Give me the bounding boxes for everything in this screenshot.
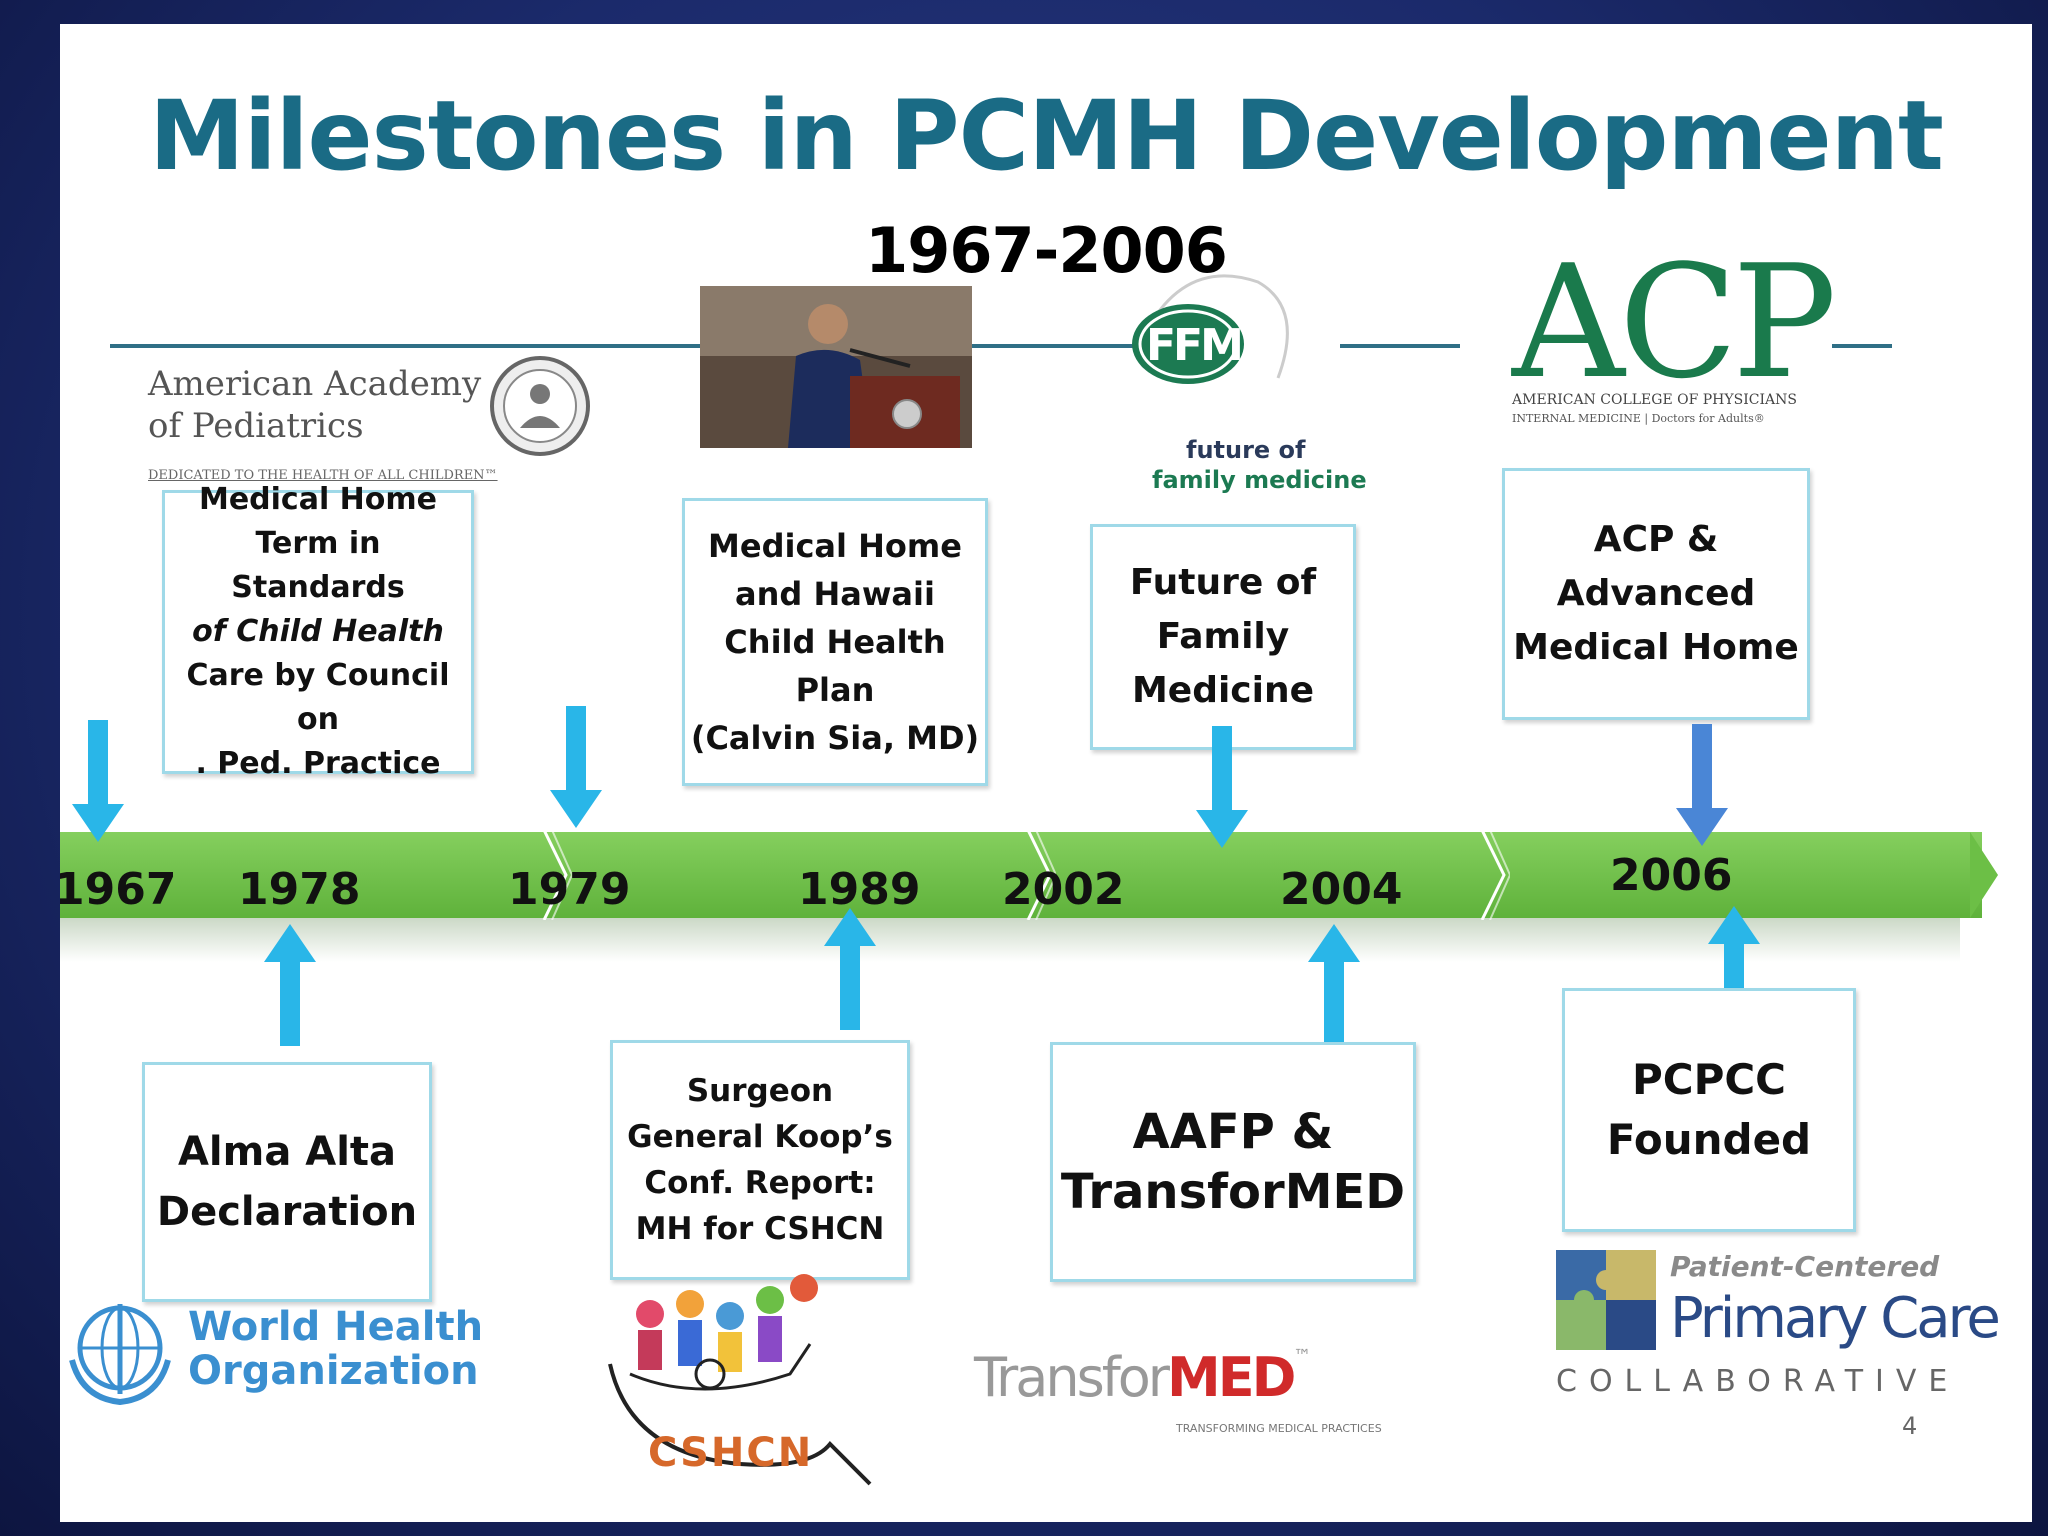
aap-logo-line1: American Academy xyxy=(148,364,481,404)
header-rule-left xyxy=(110,344,760,348)
year-label: 1978 xyxy=(238,864,360,915)
milestone-box-2006-acp: ACP & Advanced Medical Home xyxy=(1502,468,1810,720)
milestone-box-1989-koop: Surgeon General Koop’s Conf. Report: MH … xyxy=(610,1040,910,1280)
timeline-shadow xyxy=(60,918,1960,962)
box-line: Medical Home xyxy=(169,478,467,522)
milestone-box-2004-ffm: Future of Family Medicine xyxy=(1090,524,1356,750)
header-rule-right xyxy=(1340,344,1460,348)
transformed-logo-tm: ™ xyxy=(1293,1346,1308,1367)
box-line: Founded xyxy=(1607,1110,1811,1170)
year-label: 2006 xyxy=(1610,850,1732,901)
up-arrow-icon xyxy=(1306,922,1362,1046)
box-line: Child Health xyxy=(691,618,979,666)
box-line: Medical Home xyxy=(1513,621,1799,675)
transformed-logo-b: MED xyxy=(1167,1346,1293,1409)
box-line: Advanced xyxy=(1513,567,1799,621)
milestone-box-2004-aafp: AAFP & TransforMED xyxy=(1050,1042,1416,1282)
box-line: PCPCC xyxy=(1607,1050,1811,1110)
acp-line1: American College of Physicians xyxy=(1512,392,1797,408)
box-line: Medical Home xyxy=(691,522,979,570)
down-arrow-icon xyxy=(70,720,126,844)
box-line: Surgeon xyxy=(627,1068,893,1114)
box-line: General Koop’s xyxy=(627,1114,893,1160)
aap-seal-icon xyxy=(488,354,592,458)
year-label: 2004 xyxy=(1280,864,1402,915)
slide: Milestones in PCMH Development 1967-2006… xyxy=(60,24,2032,1522)
year-label: 1979 xyxy=(508,864,630,915)
year-label: 1967 xyxy=(60,864,176,915)
box-line: Care by Council on xyxy=(169,654,467,742)
down-arrow-icon xyxy=(1194,726,1250,850)
aap-logo-line2: of Pediatrics xyxy=(148,406,364,446)
ffm-line1: future of xyxy=(1186,436,1305,464)
box-line: (Calvin Sia, MD) xyxy=(691,714,979,762)
milestone-box-2006-pcpcc: PCPCC Founded xyxy=(1562,988,1856,1232)
year-label: 2002 xyxy=(1002,864,1124,915)
transformed-logo-a: Transfor xyxy=(974,1346,1167,1409)
milestone-box-1978-alma-ata: Alma Alta Declaration xyxy=(142,1062,432,1302)
box-line: and Hawaii xyxy=(691,570,979,618)
pcpcc-line1: Patient-Centered xyxy=(1670,1250,1939,1283)
box-line: Medicine xyxy=(1130,664,1316,718)
who-line2: Organization xyxy=(188,1348,479,1394)
acp-mark: ACP xyxy=(1512,244,1831,400)
slide-title: Milestones in PCMH Development xyxy=(60,80,2032,192)
box-line: Future of xyxy=(1130,556,1316,610)
who-emblem-icon xyxy=(62,1290,178,1406)
box-line: Declaration xyxy=(157,1182,417,1242)
cshcn-label: CSHCN xyxy=(648,1430,813,1476)
up-arrow-icon xyxy=(822,906,878,1030)
acp-line2: INTERNAL MEDICINE | Doctors for Adults® xyxy=(1512,412,1765,425)
transformed-tagline: TRANSFORMING MEDICAL PRACTICES xyxy=(1176,1422,1382,1435)
down-arrow-icon xyxy=(1674,724,1730,848)
box-line: . Ped. Practice xyxy=(169,742,467,786)
timeline-break-icon xyxy=(1480,830,1510,920)
who-line1: World Health xyxy=(188,1304,483,1350)
milestone-box-1978-standards: Medical Home Term in Standards of Child … xyxy=(162,490,474,774)
pcpcc-line3: COLLABORATIVE xyxy=(1556,1364,1959,1399)
speaker-photo xyxy=(700,286,972,448)
box-line: MH for CSHCN xyxy=(627,1206,893,1252)
box-line: AAFP & xyxy=(1061,1102,1405,1162)
pcpcc-puzzle-icon xyxy=(1556,1250,1656,1350)
ffm-mark: FFM xyxy=(1146,320,1230,371)
page-number: 4 xyxy=(1902,1412,1917,1440)
box-line: Term in Standards xyxy=(169,522,467,610)
pcpcc-line2: Primary Care xyxy=(1670,1286,1998,1351)
box-line: of Child Health xyxy=(169,610,467,654)
milestone-box-1989-hawaii: Medical Home and Hawaii Child Health Pla… xyxy=(682,498,988,786)
box-line: Alma Alta xyxy=(157,1122,417,1182)
box-line: Plan xyxy=(691,666,979,714)
box-line: Family xyxy=(1130,610,1316,664)
box-line: TransforMED xyxy=(1061,1162,1405,1222)
timeline-arrowhead xyxy=(1970,832,1998,918)
up-arrow-icon xyxy=(262,922,318,1046)
header-rule-end xyxy=(1832,344,1892,348)
box-line: Conf. Report: xyxy=(627,1160,893,1206)
box-line: ACP & xyxy=(1513,513,1799,567)
down-arrow-icon xyxy=(548,706,604,830)
ffm-line2: family medicine xyxy=(1152,466,1367,494)
transformed-logo: TransforMED™ xyxy=(974,1346,1308,1409)
